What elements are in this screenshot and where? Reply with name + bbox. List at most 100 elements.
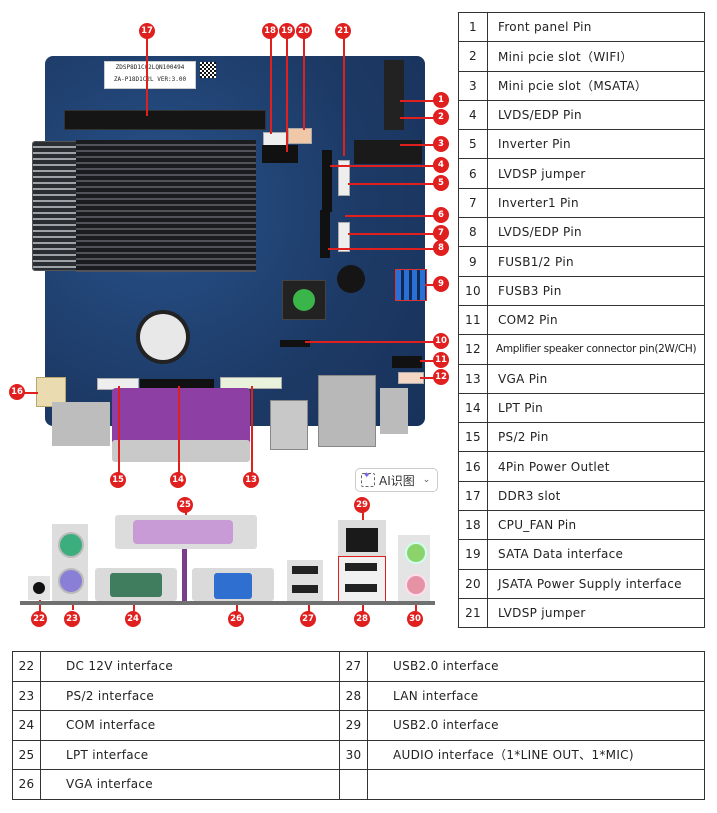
row-label: USB2.0 interface <box>367 710 705 741</box>
callout-23: 23 <box>64 611 80 627</box>
lvds-header-1 <box>322 150 332 212</box>
ps2-mouse-port <box>58 532 84 558</box>
row-label: DC 12V interface <box>40 651 340 682</box>
row-number: 25 <box>12 739 41 770</box>
ddr3-slot <box>64 110 266 130</box>
fusb-pins <box>395 269 427 301</box>
serial-sticker: ZDSP8D1C02LQN100494 ZA-P18D1C2L VER:3.00 <box>104 61 196 89</box>
row-label: LVDS/EDP Pin <box>487 99 705 131</box>
ai-image-recognition-button[interactable]: AI识图 ⌄ <box>355 468 438 492</box>
ps2-keyboard-port <box>58 568 84 594</box>
row-label: Mini pcie slot（WIFI） <box>487 41 705 72</box>
lpt-io-port <box>133 520 233 544</box>
row-label: LVDSP jumper <box>487 597 705 629</box>
row-number: 12 <box>458 334 488 365</box>
row-number: 20 <box>458 568 488 599</box>
lpt-post <box>182 549 187 601</box>
row-label: FUSB3 Pin <box>487 275 705 306</box>
callout-27: 27 <box>300 611 316 627</box>
row-label: FUSB1/2 Pin <box>487 246 705 277</box>
callout-5: 5 <box>433 175 449 191</box>
row-label: PS/2 Pin <box>487 422 705 453</box>
row-label: JSATA Power Supply interface <box>487 568 705 599</box>
callout-25: 25 <box>177 497 193 513</box>
row-label: Inverter1 Pin <box>487 187 705 219</box>
row-label: Front panel Pin <box>487 11 705 43</box>
usb-slot-top <box>292 566 318 574</box>
inverter-connector-1 <box>338 160 350 196</box>
sticker-line-2: ZA-P18D1C2L VER:3.00 <box>113 76 187 83</box>
row-label: VGA Pin <box>487 363 705 394</box>
callout-17: 17 <box>139 23 155 39</box>
sata-port <box>262 145 298 163</box>
mic-jack <box>405 574 427 596</box>
usb-stack <box>270 400 308 450</box>
row-number: 16 <box>458 451 488 482</box>
row-number: 4 <box>458 99 488 131</box>
row-number: 29 <box>339 710 368 741</box>
row-number: 6 <box>458 158 488 189</box>
lan-io-port <box>346 528 378 552</box>
row-label: LVDS/EDP Pin <box>487 217 705 248</box>
row-label: LPT Pin <box>487 392 705 424</box>
row-label: Mini pcie slot（MSATA） <box>487 70 705 101</box>
sparkle-scan-icon <box>361 471 375 487</box>
usb2-slot-top <box>345 563 377 571</box>
callout-9: 9 <box>433 276 449 292</box>
callout-3: 3 <box>433 136 449 152</box>
row-label: Inverter Pin <box>487 129 705 160</box>
callout-1: 1 <box>433 92 449 108</box>
chevron-down-icon: ⌄ <box>422 475 431 485</box>
row-number: 21 <box>458 597 488 629</box>
row-label: CPU_FAN Pin <box>487 510 705 541</box>
ps2-port-housing <box>52 402 110 446</box>
parallel-port-shell <box>112 440 250 462</box>
usb2-slot-bottom <box>345 584 377 592</box>
row-label: COM interface <box>40 710 340 741</box>
row-number: 30 <box>339 739 368 770</box>
chip-sticker <box>293 289 315 311</box>
buzzer <box>337 265 365 293</box>
cpu-fan-connector <box>263 132 287 146</box>
row-number: 26 <box>12 769 41 800</box>
row-label: LAN interface <box>367 680 705 711</box>
callout-10: 10 <box>433 333 449 349</box>
callout-7: 7 <box>433 225 449 241</box>
callout-4: 4 <box>433 157 449 173</box>
row-number: 8 <box>458 217 488 248</box>
row-label: LVDSP jumper <box>487 158 705 189</box>
row-number: 19 <box>458 539 488 570</box>
callout-12: 12 <box>433 369 449 385</box>
com2-header <box>392 356 422 368</box>
row-number: 11 <box>458 304 488 336</box>
callout-28: 28 <box>354 611 370 627</box>
row-label: DDR3 slot <box>487 480 705 512</box>
sticker-line-1: ZDSP8D1C02LQN100494 <box>115 64 185 71</box>
callout-8: 8 <box>433 240 449 256</box>
row-number: 22 <box>12 651 41 682</box>
row-number: 2 <box>458 41 488 72</box>
row-label: Amplifier speaker connector pin(2W/CH) <box>487 334 705 365</box>
row-number <box>339 769 368 800</box>
row-number: 9 <box>458 246 488 277</box>
callout-6: 6 <box>433 207 449 223</box>
sata-power-connector <box>288 128 312 144</box>
usb-slot-bottom <box>292 585 318 593</box>
row-number: 28 <box>339 680 368 711</box>
